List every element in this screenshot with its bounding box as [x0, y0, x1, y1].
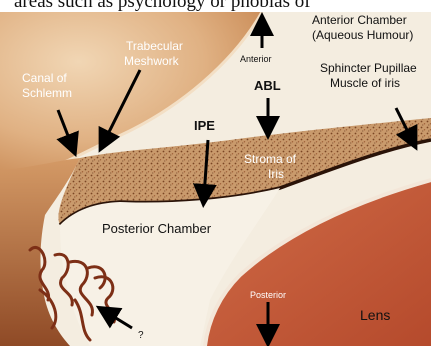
canal-label-2: Schlemm — [22, 86, 72, 100]
header-strip: areas such as psychology or phobias of — [0, 0, 431, 12]
anterior-chamber-label-1: Anterior Chamber — [312, 13, 407, 27]
stroma-label-2: Iris — [268, 167, 284, 181]
abl-label: ABL — [254, 78, 281, 93]
canal-label-1: Canal of — [22, 71, 67, 85]
header-text: areas such as psychology or phobias of — [14, 0, 311, 12]
question-label: ? — [138, 330, 144, 341]
ipe-label: IPE — [194, 118, 215, 133]
stroma-label-1: Stroma of — [244, 152, 297, 166]
lens-label: Lens — [360, 307, 390, 323]
anterior-chamber-label-2: (Aqueous Humour) — [312, 28, 413, 42]
anterior-label: Anterior — [240, 54, 272, 64]
sphincter-label-1: Sphincter Pupillae — [320, 61, 417, 75]
posterior-chamber-label: Posterior Chamber — [102, 221, 212, 236]
sphincter-label-2: Muscle of iris — [330, 76, 400, 90]
posterior-label: Posterior — [250, 290, 286, 300]
trabecular-label-2: Meshwork — [124, 54, 180, 68]
trabecular-label-1: Trabecular — [126, 39, 183, 53]
